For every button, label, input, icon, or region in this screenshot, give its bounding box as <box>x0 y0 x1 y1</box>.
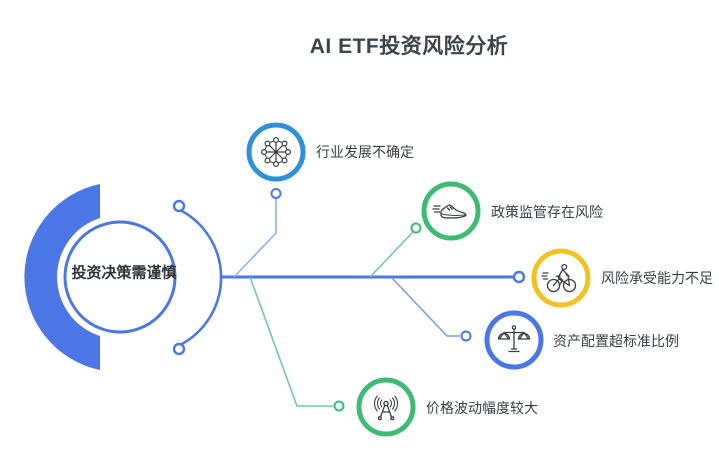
center-arc-endpoint-bottom <box>172 342 186 356</box>
cyclist-icon <box>541 263 577 293</box>
main-line-endpoint <box>512 270 526 284</box>
main-spine <box>221 270 526 284</box>
node-ring-policy <box>421 181 481 241</box>
center-arc-endpoint-top <box>172 199 186 213</box>
branch-line-price <box>249 276 333 407</box>
node-label-policy: 政策监管存在风险 <box>491 204 603 220</box>
branch-endpoint-price <box>333 400 345 412</box>
branch-endpoint-industry <box>270 188 282 199</box>
branch-line-industry <box>233 198 277 278</box>
branch-line-policy <box>369 231 414 278</box>
branch-endpoint-allocation <box>460 330 472 342</box>
node-label-price: 价格波动幅度较大 <box>426 400 538 416</box>
page-title: AI ETF投资风险分析 <box>309 35 509 58</box>
branch-connectors <box>233 188 472 412</box>
balance-scale-icon <box>497 325 531 353</box>
node-label-tolerance: 风险承受能力不足 <box>601 270 713 286</box>
running-shoe-icon <box>432 204 467 219</box>
node-ring-price <box>356 377 416 437</box>
node-label-industry: 行业发展不确定 <box>316 144 414 160</box>
branch-endpoint-policy <box>410 222 422 234</box>
center-crescent <box>24 184 100 370</box>
branch-line-allocation <box>391 277 460 337</box>
center-circle <box>63 220 177 334</box>
center-node-label: 投资决策需谨慎 <box>71 264 177 282</box>
center-outer-arc <box>179 208 223 347</box>
center-node <box>24 184 223 370</box>
node-label-allocation: 资产配置超标准比例 <box>553 333 679 349</box>
network-icon <box>261 137 292 168</box>
